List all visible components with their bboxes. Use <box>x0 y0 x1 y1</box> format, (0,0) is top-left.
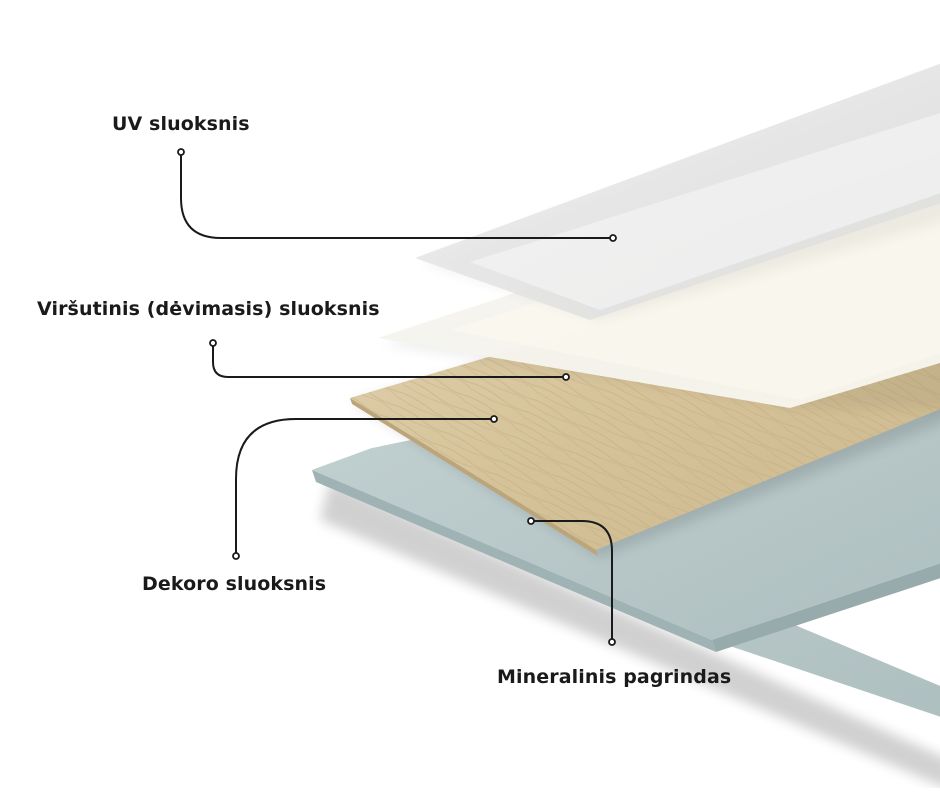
decor-layer-label: Dekoro sluoksnis <box>142 573 327 595</box>
wear-leader-end-dot <box>562 373 570 381</box>
uv-leader-start-dot <box>177 148 185 156</box>
decor-leader-end-dot <box>232 552 240 560</box>
uv-layer-label: UV sluoksnis <box>112 113 250 135</box>
base-leader-line <box>531 520 613 642</box>
base-leader-start-dot <box>527 517 535 525</box>
mineral-base-label: Mineralinis pagrindas <box>497 666 732 688</box>
wear-layer-label: Viršutinis (dėvimasis) sluoksnis <box>37 298 380 320</box>
uv-leader-end-dot <box>609 234 617 242</box>
decor-leader-start-dot <box>490 415 498 423</box>
uv-layer <box>415 63 940 320</box>
decor-leader-line <box>235 418 494 556</box>
wear-leader-start-dot <box>209 339 217 347</box>
uv-leader-line <box>180 152 613 239</box>
base-leader-end-dot <box>608 638 616 646</box>
wear-leader-line <box>212 343 566 378</box>
